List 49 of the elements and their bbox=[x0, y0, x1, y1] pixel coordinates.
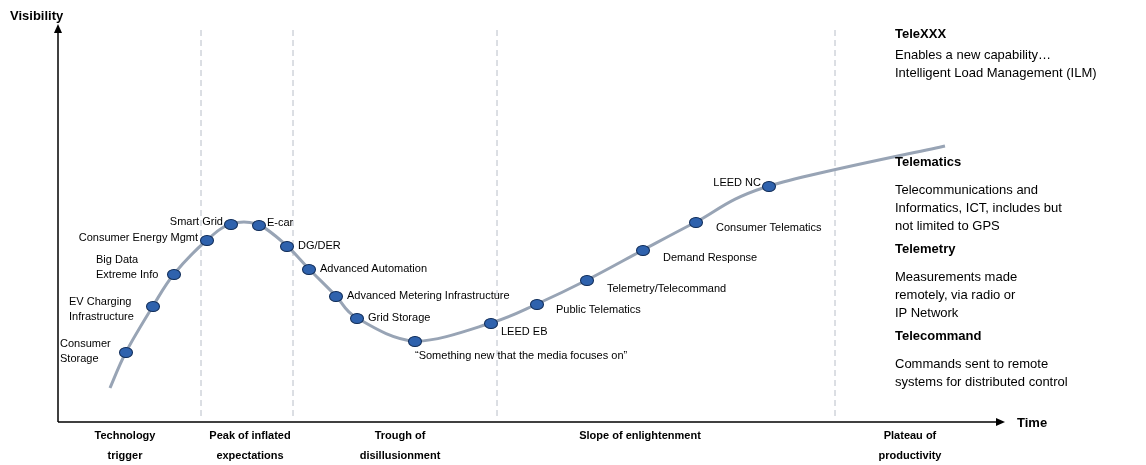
data-point bbox=[252, 219, 266, 231]
data-point bbox=[119, 346, 133, 358]
point-label: E-car bbox=[267, 215, 294, 230]
data-point bbox=[580, 274, 594, 286]
point-label: Smart Grid bbox=[169, 214, 223, 229]
data-point bbox=[200, 234, 214, 246]
point-label: “Something new that the media focuses on” bbox=[415, 348, 628, 363]
point-label: Big Data Extreme Info bbox=[96, 252, 160, 282]
point-label: Consumer Telematics bbox=[716, 220, 822, 235]
term-description: Enables a new capability… Intelligent Load Management (ILM) bbox=[895, 46, 1098, 82]
point-label: Public Telematics bbox=[556, 302, 641, 317]
data-point bbox=[484, 317, 498, 329]
point-label: EV Charging Infrastructure bbox=[69, 294, 135, 324]
data-point bbox=[408, 335, 422, 347]
data-point bbox=[762, 180, 776, 192]
point-label: Advanced Metering Infrastructure bbox=[347, 288, 510, 303]
data-point bbox=[350, 312, 364, 324]
term-heading: Telecommand bbox=[895, 327, 982, 345]
point-label: Advanced Automation bbox=[320, 261, 428, 276]
point-label: Grid Storage bbox=[368, 310, 431, 325]
phase-label: Peak of inflated expectations bbox=[208, 428, 292, 463]
point-label: Consumer Storage bbox=[60, 336, 112, 366]
phase-label: Trough of disillusionment bbox=[358, 428, 442, 463]
point-label: LEED NC bbox=[713, 175, 761, 190]
term-description: Commands sent to remote systems for distributed control bbox=[895, 355, 1069, 391]
term-heading: Telemetry bbox=[895, 240, 956, 258]
data-point bbox=[689, 216, 703, 228]
data-point bbox=[636, 244, 650, 256]
point-label: LEED EB bbox=[501, 324, 548, 339]
term-heading: TeleXXX bbox=[895, 25, 947, 43]
phase-label: Technology trigger bbox=[93, 428, 157, 463]
point-label: Telemetry/Telecommand bbox=[607, 281, 727, 296]
phase-label: Slope of enlightenment bbox=[578, 428, 702, 443]
point-label: Demand Response bbox=[663, 250, 758, 265]
data-point bbox=[167, 268, 181, 280]
data-point bbox=[146, 300, 160, 312]
term-heading: Telematics bbox=[895, 153, 962, 171]
term-description: Measurements made remotely, via radio or IP Network bbox=[895, 268, 1019, 322]
axis-title: Visibility bbox=[10, 7, 64, 25]
data-point bbox=[530, 298, 544, 310]
point-label: DG/DER bbox=[298, 238, 341, 253]
point-label: Consumer Energy Mgmt bbox=[78, 230, 198, 245]
term-description: Telecommunications and Informatics, ICT, includes but not limited to GPS bbox=[895, 181, 1063, 235]
axis-title: Time bbox=[1017, 414, 1048, 432]
data-point bbox=[302, 263, 316, 275]
data-point bbox=[329, 290, 343, 302]
data-point bbox=[280, 240, 294, 252]
data-point bbox=[224, 218, 238, 230]
phase-label: Plateau of productivity bbox=[877, 428, 943, 463]
